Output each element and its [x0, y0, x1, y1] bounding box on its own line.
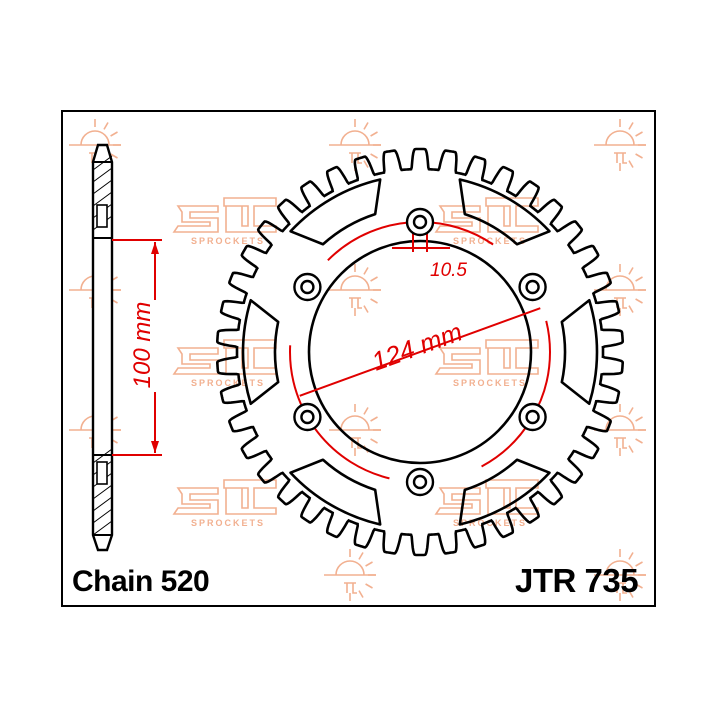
bolt-hole-dimension-label: 10.5: [430, 260, 467, 281]
bolt-hole-boss: [293, 402, 322, 432]
bolt-hole: [412, 474, 428, 490]
lightening-window: [289, 178, 382, 246]
sun-logo-watermark: [329, 264, 381, 316]
svg-text:SPROCKETS: SPROCKETS: [191, 518, 265, 528]
svg-text:SPROCKETS: SPROCKETS: [453, 378, 527, 388]
chain-size-label: Chain 520: [72, 565, 210, 598]
hatch-line: [92, 484, 113, 500]
sun-logo-watermark: [594, 404, 646, 456]
jt-sprockets-watermark: SPROCKETS: [434, 479, 539, 528]
lightening-window: [289, 458, 382, 526]
side-view: [91, 143, 114, 552]
sprocket-outline: [216, 147, 624, 557]
hatch-line: [92, 155, 113, 171]
hatch-line: [92, 496, 113, 512]
jt-sprockets-watermark: SPROCKETS: [172, 479, 277, 528]
pcd-dimension-line: [299, 307, 541, 397]
bolt-hole: [300, 409, 315, 425]
sun-logo-watermark: [594, 119, 646, 171]
hatch-line: [92, 520, 113, 536]
bore-dimension-label: 100 mm: [129, 302, 156, 389]
bolt-hole-boss: [518, 272, 547, 302]
center-bore: [307, 239, 533, 465]
lightening-window: [560, 298, 599, 406]
bolt-holes: [293, 207, 547, 497]
lightening-window: [458, 178, 551, 246]
hatch-line: [92, 191, 113, 207]
lightening-window: [458, 458, 551, 526]
jt-sprockets-watermark: SPROCKETS: [172, 339, 277, 388]
drawing-frame: [61, 110, 656, 607]
lightening-window: [241, 298, 280, 406]
bolt-hole-boss: [293, 272, 322, 302]
hatch-line: [92, 448, 113, 464]
hatch-line: [92, 508, 113, 524]
keyway: [96, 461, 108, 485]
bolt-hole: [412, 214, 428, 230]
bolt-hole: [525, 279, 540, 295]
part-number-label: JTR 735: [515, 562, 639, 599]
hatch-line: [92, 179, 113, 195]
bolt-hole-boss: [405, 467, 435, 497]
hatch-line: [92, 167, 113, 183]
bolt-hole-boss: [518, 402, 547, 432]
lightening-windows: [241, 178, 599, 526]
sun-logo-watermark: [329, 404, 381, 456]
bolt-hole: [300, 279, 315, 295]
svg-text:SPROCKETS: SPROCKETS: [191, 236, 265, 246]
jt-sprockets-watermark: SPROCKETS: [172, 197, 277, 246]
svg-text:SPROCKETS: SPROCKETS: [453, 518, 527, 528]
sun-logo-watermark: [324, 549, 376, 601]
bolt-hole: [525, 409, 540, 425]
sun-logo-watermark: [594, 549, 646, 601]
keyway: [96, 204, 108, 228]
svg-text:SPROCKETS: SPROCKETS: [191, 378, 265, 388]
bolt-hole-boss: [405, 207, 435, 237]
